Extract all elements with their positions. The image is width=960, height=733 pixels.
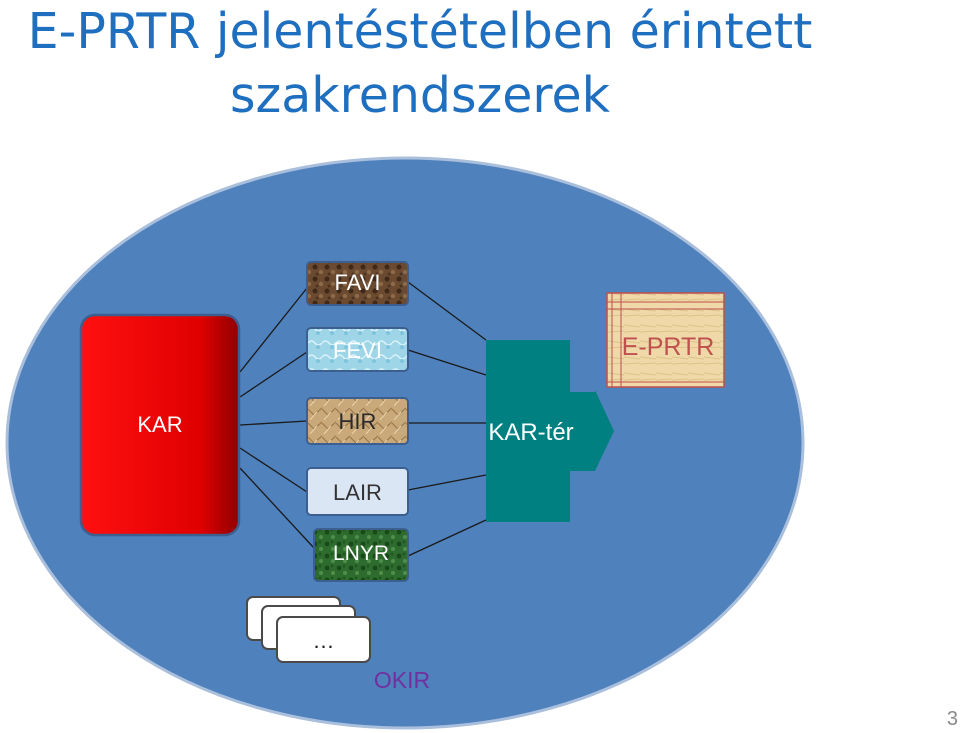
ellipsis-label: … xyxy=(312,628,335,653)
stack-box-front xyxy=(276,616,371,663)
fevi-box xyxy=(306,327,409,372)
line-fevi-karter xyxy=(407,349,487,376)
lnyr-label: LNYR xyxy=(332,542,390,565)
okir-label: OKIR xyxy=(373,667,431,693)
fevi-label: FEVI xyxy=(333,338,382,363)
connector-lines xyxy=(239,281,487,557)
eprtr-label: E-PRTR xyxy=(621,333,715,361)
eprtr-grid xyxy=(607,293,724,387)
kar-label: KAR xyxy=(137,412,183,437)
page-title: E-PRTR jelentéstételben érintett szakren… xyxy=(27,3,813,124)
hir-label: HIR xyxy=(338,409,377,434)
line-kar-hir xyxy=(239,420,308,426)
favi-label: FAVI xyxy=(334,270,381,295)
line-kar-favi xyxy=(239,287,308,373)
line-kar-fevi xyxy=(239,351,308,398)
line-lair-karter xyxy=(407,474,487,491)
favi-box xyxy=(306,261,409,306)
line-kar-lair xyxy=(239,447,308,493)
line-lnyr-karter xyxy=(407,519,487,557)
lair-box xyxy=(306,467,409,516)
kar-box xyxy=(79,313,241,537)
lair-label: LAIR xyxy=(333,480,382,505)
kar-ter-box xyxy=(486,340,570,522)
line-favi-karter xyxy=(407,281,487,341)
page-number: 3 xyxy=(946,708,958,730)
line-kar-lnyr xyxy=(239,467,315,549)
kar-ter-arrow xyxy=(570,390,614,471)
lnyr-box xyxy=(313,528,409,582)
kar-ter-label: KAR-tér xyxy=(488,419,574,446)
hir-box xyxy=(306,397,409,445)
